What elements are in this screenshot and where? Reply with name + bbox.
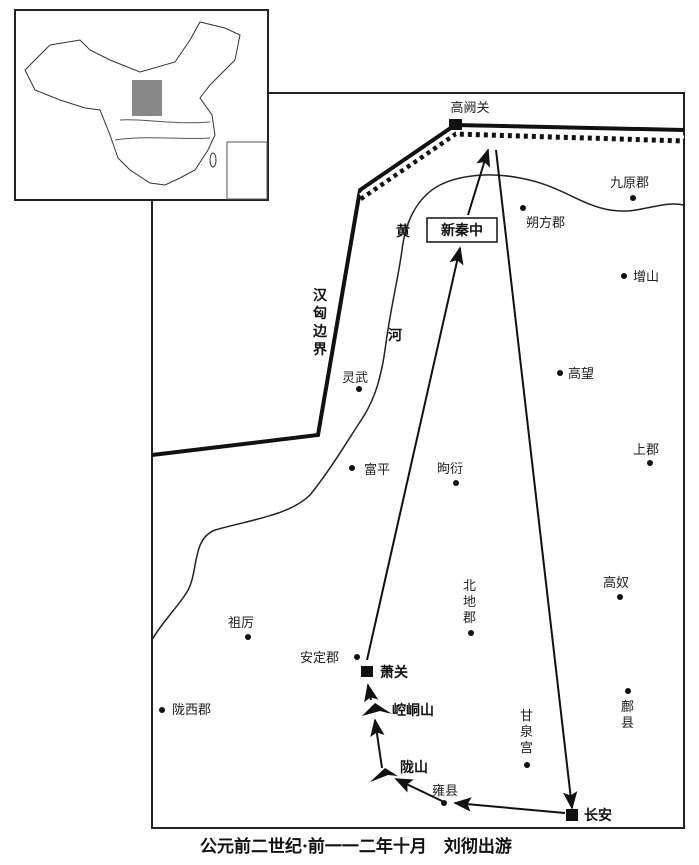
svg-text:北: 北 [463, 579, 476, 594]
svg-text:新秦中: 新秦中 [441, 222, 483, 239]
place-dots [159, 195, 653, 806]
place-fuxian: 鄜 县 [621, 699, 634, 731]
place-shuofang: 朔方郡 [526, 215, 565, 231]
place-longshan: 陇山 [400, 759, 428, 776]
route-xiaoguan-xinqinzhong [366, 246, 464, 661]
svg-text:甘: 甘 [520, 709, 533, 724]
kongtong-mountain-icon [362, 703, 392, 716]
place-lingwu: 灵武 [342, 371, 368, 386]
svg-text:汉: 汉 [313, 288, 328, 304]
svg-text:宫: 宫 [520, 741, 533, 756]
route-yongxian-longshan [394, 778, 443, 802]
great-wall [358, 129, 685, 201]
place-zuli: 祖厉 [228, 616, 254, 631]
main-map-frame [151, 92, 685, 829]
place-longxi: 陇西郡 [172, 703, 211, 718]
route-gaoque-changan [495, 149, 578, 810]
han-xiongnu-border [151, 122, 685, 457]
place-zengshan: 增山 [633, 270, 659, 285]
inset-highlight-area [132, 80, 162, 116]
region-xinqinzhong: 新秦中 [426, 217, 498, 243]
place-gaonu: 高奴 [603, 575, 629, 591]
place-shangjun: 上郡 [633, 443, 659, 458]
svg-text:县: 县 [621, 716, 634, 731]
svg-text:郡: 郡 [463, 611, 476, 626]
svg-text:边: 边 [312, 324, 328, 340]
place-quyan: 昫衍 [437, 462, 463, 477]
place-xiaoguan: 萧关 [380, 664, 408, 681]
svg-text:地: 地 [463, 595, 476, 610]
place-kongtong: 崆峒山 [392, 702, 434, 719]
place-yongxian: 雍县 [432, 783, 458, 799]
xiaoguan-marker [361, 666, 373, 677]
river-label-huang: 黄 [396, 223, 410, 240]
svg-text:泉: 泉 [520, 724, 533, 740]
inset-locator-map [14, 9, 280, 215]
yellow-river [151, 174, 685, 641]
route-longshan-kongtong [370, 718, 385, 769]
route-changan-yongxian [453, 797, 566, 814]
city-markers [361, 119, 578, 821]
place-anding: 安定郡 [300, 651, 339, 666]
route-xinqinzhong-gaoque [467, 148, 491, 216]
svg-text:匈: 匈 [313, 305, 327, 322]
svg-text:鄜: 鄜 [621, 699, 634, 715]
place-gaoque: 高阙关 [450, 100, 489, 116]
route-kongtong-xiaoguan [364, 683, 379, 703]
changan-marker [566, 809, 578, 821]
place-ganquan: 甘 泉 宫 [520, 709, 533, 756]
boundary-label: 汉 匈 边 界 [312, 288, 328, 358]
inset-south-sea [226, 141, 268, 200]
place-changan: 长安 [584, 807, 612, 824]
longshan-mountain-icon [370, 768, 398, 782]
river-label-he: 河 [388, 327, 402, 344]
place-beidi: 北 地 郡 [463, 579, 476, 626]
place-gaowang: 高望 [568, 366, 594, 382]
route-arrows [364, 148, 578, 814]
place-fuping: 富平 [364, 462, 390, 478]
svg-text:界: 界 [313, 342, 328, 358]
map-title: 公元前二世纪·前一一二年十月 刘彻出游 [200, 836, 512, 857]
place-jiuyuan: 九原郡 [610, 176, 649, 191]
gaoque-marker [449, 119, 462, 130]
